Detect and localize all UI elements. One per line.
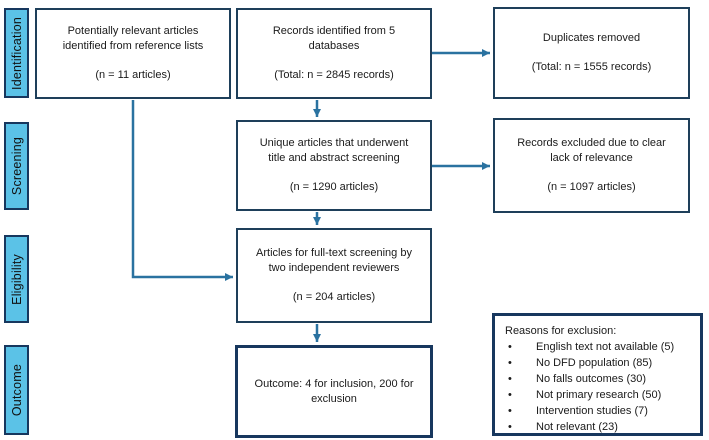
- box-records-identified-text: Records identified from 5 databases: [272, 25, 396, 53]
- stage-label-identification-text: Identification: [9, 16, 24, 90]
- arrow-reference-articles-to-full-text: [131, 100, 233, 281]
- stage-label-eligibility: Eligibility: [4, 235, 29, 323]
- reason-item: No falls outcomes (30): [505, 371, 694, 387]
- stage-label-screening: Screening: [4, 122, 29, 210]
- box-records-excluded: Records excluded due to clear lack of re…: [493, 118, 690, 213]
- box-duplicates-removed-text: Duplicates removed: [542, 32, 641, 45]
- box-reference-articles: Potentially relevant articles identified…: [35, 8, 231, 99]
- reason-item: English text not available (5): [505, 339, 694, 355]
- box-title-abstract-screening-count: (n = 1290 articles): [289, 180, 379, 193]
- box-records-excluded-count: (n = 1097 articles): [547, 180, 636, 193]
- box-reference-articles-count: (n = 11 articles): [95, 68, 171, 81]
- box-outcome: Outcome: 4 for inclusion, 200 for exclus…: [235, 345, 433, 438]
- reason-item: Not relevant (23): [505, 419, 694, 435]
- box-records-identified-count: (Total: n = 2845 records): [274, 68, 394, 81]
- box-outcome-text: Outcome: 4 for inclusion, 200 for exclus…: [254, 377, 414, 405]
- stage-label-outcome-text: Outcome: [9, 363, 24, 417]
- stage-label-outcome: Outcome: [4, 345, 29, 435]
- reason-item: No DFD population (85): [505, 355, 694, 371]
- reasons-list: English text not available (5) No DFD po…: [505, 339, 694, 435]
- box-title-abstract-screening: Unique articles that underwent title and…: [236, 120, 432, 211]
- stage-label-eligibility-text: Eligibility: [9, 253, 24, 305]
- box-records-identified: Records identified from 5 databases (Tot…: [236, 8, 432, 99]
- box-duplicates-removed: Duplicates removed (Total: n = 1555 reco…: [493, 7, 690, 99]
- box-reasons-for-exclusion: Reasons for exclusion: English text not …: [492, 313, 703, 436]
- stage-label-screening-text: Screening: [9, 136, 24, 196]
- reason-item: Intervention studies (7): [505, 403, 694, 419]
- box-full-text-screening-count: (n = 204 articles): [292, 290, 376, 303]
- box-records-excluded-text: Records excluded due to clear lack of re…: [517, 137, 666, 165]
- box-reference-articles-text: Potentially relevant articles identified…: [62, 25, 204, 53]
- box-title-abstract-screening-text: Unique articles that underwent title and…: [259, 137, 409, 165]
- reason-item: Not primary research (50): [505, 387, 694, 403]
- box-full-text-screening-text: Articles for full-text screening by two …: [256, 247, 412, 275]
- reasons-title: Reasons for exclusion:: [505, 325, 617, 337]
- box-full-text-screening: Articles for full-text screening by two …: [236, 228, 432, 323]
- box-duplicates-removed-count: (Total: n = 1555 records): [531, 61, 652, 73]
- stage-label-identification: Identification: [4, 8, 29, 98]
